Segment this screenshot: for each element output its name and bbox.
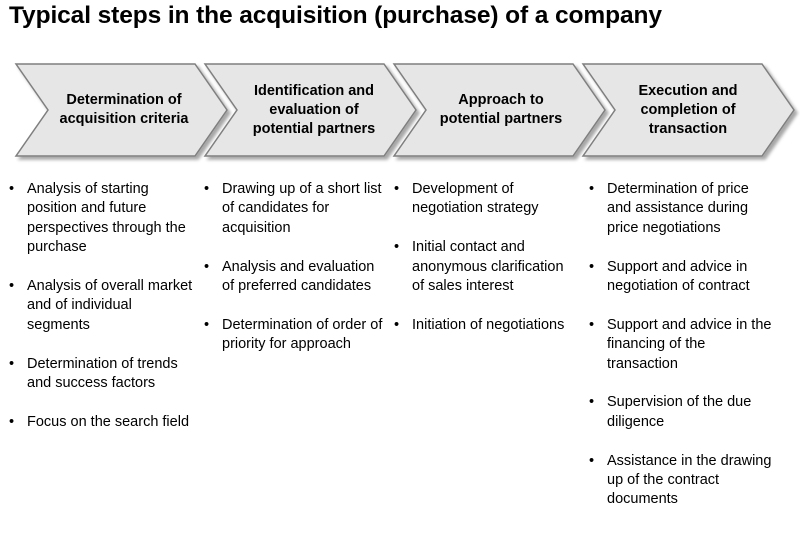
list-item: •Determination of trends and success fac… xyxy=(9,355,178,392)
bullet-icon: • xyxy=(9,413,15,430)
list-item: •Focus on the search field xyxy=(7,413,193,432)
bullet-icon: • xyxy=(589,394,595,411)
list-item: •Determination of order of priority for … xyxy=(204,316,383,353)
bullet-icon: • xyxy=(204,316,210,333)
bullet-icon: • xyxy=(9,181,15,197)
list-item: •Drawing up of a short list of candidate… xyxy=(204,181,382,236)
step-3-label: Approach to potential partners xyxy=(439,92,563,127)
step-4-label: Execution and completion of transaction xyxy=(638,82,738,137)
bullet-icon: • xyxy=(589,258,595,275)
step-3-list: •Development of negotiation strategy •In… xyxy=(392,180,578,335)
list-item: •Initial contact and anonymous clarifica… xyxy=(394,239,564,295)
list-item: •Support and advice in the financing of … xyxy=(589,316,772,372)
bullet-icon: • xyxy=(589,316,595,333)
bullet-icon: • xyxy=(204,258,210,275)
list-item: •Determination of price and assistance d… xyxy=(589,181,749,236)
bullet-icon: • xyxy=(589,452,595,469)
step-2-list: •Drawing up of a short list of candidate… xyxy=(202,180,388,355)
bullet-icon: • xyxy=(9,355,15,372)
list-item: •Analysis of overall market and of indiv… xyxy=(9,278,193,333)
step-1-label: Determination of acquisition criteria xyxy=(59,92,189,127)
step-1-list: •Analysis of starting position and futur… xyxy=(7,180,193,432)
step-4-activities: •Determination of price and assistance d… xyxy=(587,180,777,529)
step-4-list: •Determination of price and assistance d… xyxy=(587,180,777,510)
list-item: •Supervision of the due diligence xyxy=(589,394,752,430)
step-2-chevron xyxy=(203,63,417,157)
step-3-activities: •Development of negotiation strategy •In… xyxy=(392,180,578,355)
bullet-icon: • xyxy=(589,181,595,197)
bullet-icon: • xyxy=(204,181,210,197)
bullet-icon: • xyxy=(394,239,400,256)
step-4-chevron xyxy=(581,63,795,157)
page-title: Typical steps in the acquisition (purcha… xyxy=(9,2,662,29)
step-1-chevron xyxy=(14,63,228,157)
step-2-activities: •Drawing up of a short list of candidate… xyxy=(202,180,388,374)
list-item: •Support and advice in negotiation of co… xyxy=(589,258,750,295)
bullet-icon: • xyxy=(394,316,400,333)
bullet-icon: • xyxy=(394,181,400,197)
step-1-activities: •Analysis of starting position and futur… xyxy=(7,180,193,452)
step-3-chevron xyxy=(392,63,606,157)
list-item: •Analysis of starting position and futur… xyxy=(9,181,186,256)
bullet-icon: • xyxy=(9,278,15,295)
list-item: •Analysis and evaluation of preferred ca… xyxy=(204,258,375,295)
step-2-label: Identification and evaluation of potenti… xyxy=(252,82,376,137)
list-item: •Initiation of negotiations xyxy=(392,316,578,335)
list-item: •Assistance in the drawing up of the con… xyxy=(589,452,772,508)
process-chevrons xyxy=(14,63,795,157)
list-item: •Development of negotiation strategy xyxy=(394,181,539,217)
